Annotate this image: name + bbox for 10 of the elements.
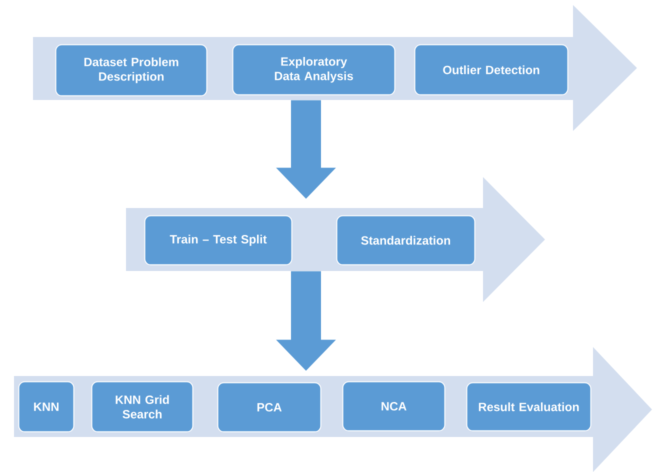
process-box: NCA [342, 381, 446, 432]
process-box: Result Evaluation [466, 382, 592, 432]
process-box: PCA [217, 382, 322, 432]
process-box: Train – Test Split [144, 215, 292, 266]
process-box: Standardization [336, 215, 476, 266]
process-box: Exploratory Data Analysis [232, 44, 396, 96]
process-box: Dataset Problem Description [55, 44, 208, 96]
process-box: KNN [18, 381, 74, 432]
process-box: Outlier Detection [414, 44, 568, 96]
process-box: KNN Grid Search [91, 381, 194, 432]
